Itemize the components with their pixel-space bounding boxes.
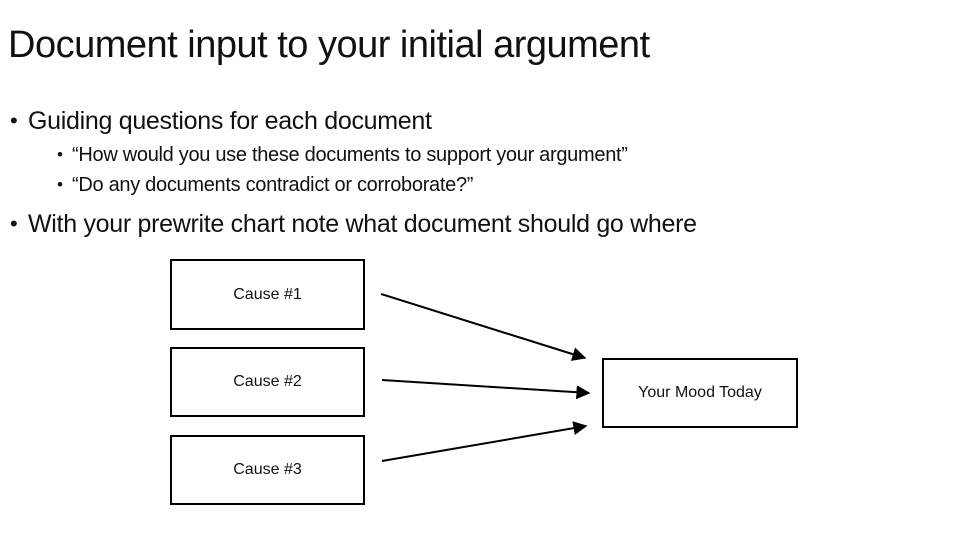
bullet-text: With your prewrite chart note what docum… bbox=[28, 210, 697, 238]
cause-box-1: Cause #1 bbox=[170, 259, 365, 330]
bullet-marker: • bbox=[10, 211, 18, 236]
bullet-text: “How would you use these documents to su… bbox=[72, 144, 628, 166]
cause-box-1-label: Cause #1 bbox=[233, 285, 302, 303]
cause-box-2: Cause #2 bbox=[170, 347, 365, 417]
cause-box-3: Cause #3 bbox=[170, 435, 365, 505]
bullet-item-prewrite-chart: • With your prewrite chart note what doc… bbox=[10, 210, 697, 239]
bullet-text: Guiding questions for each document bbox=[28, 107, 432, 135]
bullet-marker: • bbox=[57, 175, 63, 194]
sub-bullet-contradict-corroborate: • “Do any documents contradict or corrob… bbox=[57, 174, 473, 197]
arrow-cause2-to-effect bbox=[381, 379, 591, 400]
arrow-cause1-to-effect bbox=[380, 293, 587, 361]
cause-box-2-label: Cause #2 bbox=[233, 373, 302, 390]
sub-bullet-how-use-documents: • “How would you use these documents to … bbox=[57, 144, 628, 167]
effect-box-label: Your Mood Today bbox=[638, 384, 762, 401]
bullet-marker: • bbox=[57, 145, 63, 164]
bullet-text: “Do any documents contradict or corrobor… bbox=[72, 174, 474, 196]
bullet-item-guiding-questions: • Guiding questions for each document bbox=[10, 107, 432, 136]
arrow-cause3-to-effect bbox=[381, 421, 588, 462]
cause-box-3-label: Cause #3 bbox=[233, 461, 302, 478]
page-title: Document input to your initial argument bbox=[8, 24, 650, 66]
bullet-marker: • bbox=[10, 108, 18, 133]
effect-box: Your Mood Today bbox=[602, 358, 798, 428]
